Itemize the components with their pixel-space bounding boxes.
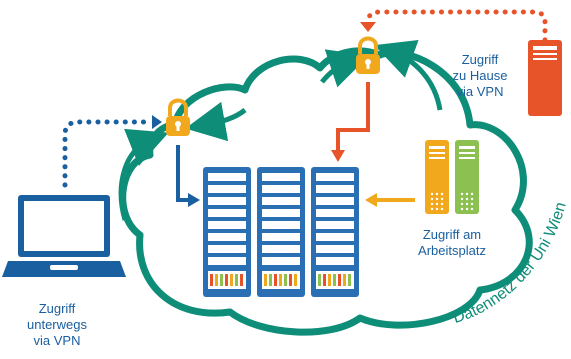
cloud-to-lock-right-arrow-2 [374,40,443,111]
cloud-to-lock-left-arrow [118,128,169,221]
lock-icon [356,36,380,74]
network-cloud [119,47,533,336]
laptop-label: Zugriff unterwegs via VPN [27,301,87,348]
home-server-icon [528,40,562,116]
lock-icon [166,98,190,136]
workstation-icon [425,140,479,214]
laptop-icon [2,195,126,277]
home-vpn-dotted-line [365,9,548,43]
cloud-to-lock-right-arrow [320,49,369,88]
home-label: Zugriff zu Hause via VPN [452,52,508,99]
laptop-vpn-dotted-line [62,119,153,188]
server-rack-icon [203,167,359,297]
network-label: Datennetz der Uni Wien [451,200,570,327]
cloud-to-lock-left-arrow-2 [185,101,247,142]
lock-to-servers-arrow [176,145,190,202]
home-lock-to-servers-arrow [336,82,370,150]
laptop-vpn-arrowhead [152,115,162,129]
workplace-label: Zugriff am Arbeitsplatz [418,227,486,258]
home-vpn-arrowhead [360,22,376,32]
